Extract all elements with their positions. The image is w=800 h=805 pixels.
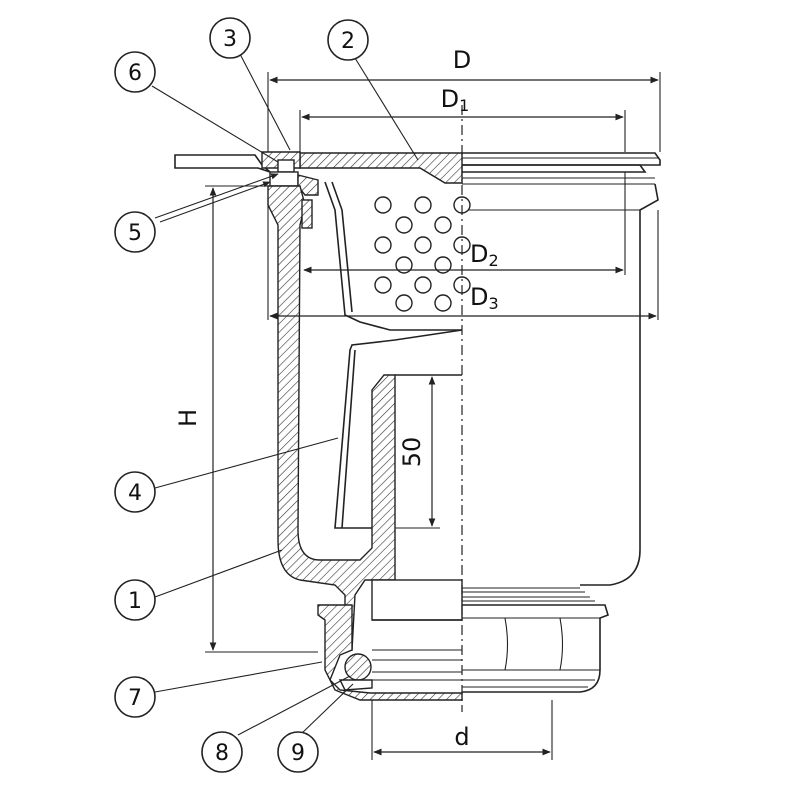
callout-1: 1 bbox=[114, 579, 156, 621]
callout-3: 3 bbox=[209, 17, 251, 59]
callout-9: 9 bbox=[277, 731, 319, 773]
exterior-view bbox=[462, 152, 661, 693]
callout-6-label: 6 bbox=[128, 61, 142, 86]
callout-7: 7 bbox=[114, 676, 156, 718]
callout-8: 8 bbox=[201, 731, 243, 773]
callout-8-label: 8 bbox=[215, 741, 229, 766]
strainer-holes bbox=[374, 196, 471, 312]
dim-D-label: D bbox=[453, 46, 471, 74]
dim-D3-label: D3 bbox=[470, 283, 499, 313]
section-view bbox=[174, 151, 463, 701]
dim-D2-label: D2 bbox=[470, 240, 499, 270]
callout-2: 2 bbox=[327, 19, 369, 61]
callout-7-label: 7 bbox=[128, 686, 142, 711]
callout-2-label: 2 bbox=[341, 29, 355, 54]
dimensions: D D1 D2 D3 H 50 d bbox=[174, 46, 661, 760]
callout-6: 6 bbox=[114, 51, 156, 93]
callout-9-label: 9 bbox=[291, 741, 305, 766]
callout-1-label: 1 bbox=[128, 589, 142, 614]
dim-H-label: H bbox=[174, 409, 202, 427]
leader-lines bbox=[151, 53, 419, 736]
dim-d-label: d bbox=[454, 723, 469, 751]
dim-D1-label: D1 bbox=[441, 85, 470, 115]
callout-4-label: 4 bbox=[128, 481, 142, 506]
callout-4: 4 bbox=[114, 471, 156, 513]
callout-5-label: 5 bbox=[128, 221, 142, 246]
callout-3-label: 3 bbox=[223, 27, 237, 52]
dim-50-label: 50 bbox=[398, 437, 426, 468]
callout-5: 5 bbox=[114, 211, 156, 253]
